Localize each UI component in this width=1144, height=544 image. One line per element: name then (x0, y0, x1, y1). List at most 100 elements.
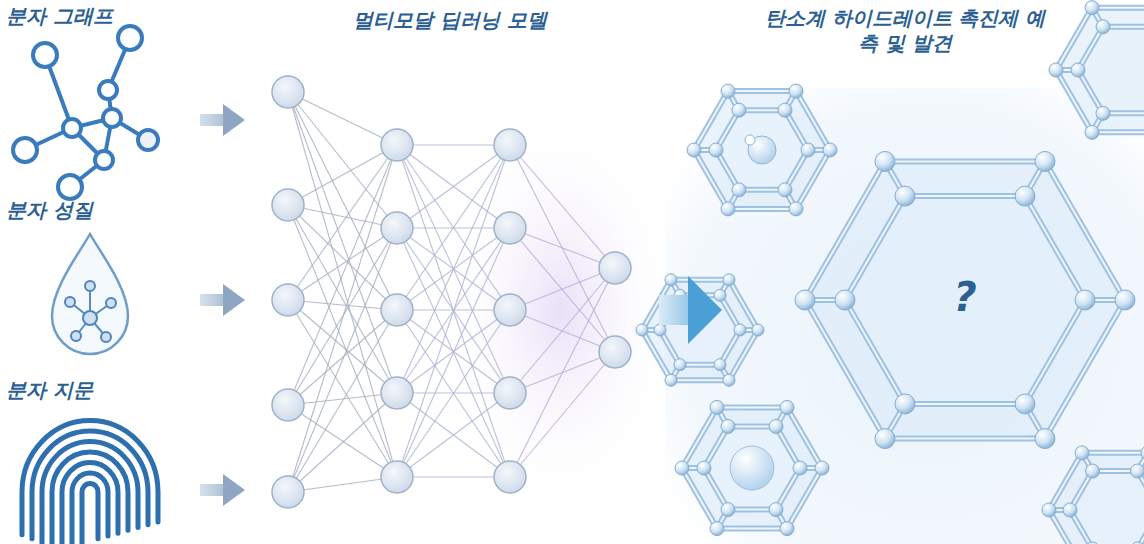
fingerprint-ridge (32, 431, 148, 539)
cage-bond (717, 404, 787, 410)
fingerprint-ridge (42, 442, 138, 543)
cage-atom (895, 186, 915, 206)
cage-atom (687, 143, 701, 157)
cage-bond-highlight (1056, 8, 1092, 70)
cage-atom (710, 522, 724, 536)
cage-bond (682, 468, 717, 529)
neuron (599, 336, 631, 368)
neuron (494, 294, 526, 326)
graph-atom (138, 130, 158, 150)
network-link (510, 352, 615, 477)
graph-atom (33, 43, 57, 67)
cage-bond-highlight (694, 150, 728, 209)
cage-bond (1056, 8, 1092, 70)
cage-bond-highlight (642, 330, 671, 380)
cage-atom (710, 400, 724, 414)
neuron (272, 389, 304, 421)
network-link (397, 145, 510, 228)
network-links (288, 92, 615, 492)
cage-atom (1049, 63, 1063, 77)
cage-atom (723, 274, 735, 286)
cage-bond (805, 161, 885, 300)
cage-bond-highlight (1078, 70, 1103, 113)
network-link (288, 310, 397, 492)
network-link (397, 145, 510, 310)
output-arrow (659, 295, 688, 325)
neuron (599, 252, 631, 284)
cage-atom (769, 419, 783, 433)
cage-bond (1049, 453, 1082, 510)
neuron (494, 377, 526, 409)
section-heading: 분자 지문 (6, 378, 93, 403)
cage-bond-highlight (1056, 70, 1092, 132)
cage-outer-face (1049, 453, 1144, 544)
cage-bond (671, 277, 729, 283)
hydrate-cages (636, 1, 1144, 544)
network-link (397, 310, 510, 477)
network-link (288, 145, 397, 300)
network-link (397, 393, 510, 477)
cage-bond-highlight (728, 208, 796, 210)
cage-outer-face (694, 91, 830, 209)
cage-atom (789, 84, 803, 98)
neuron (272, 284, 304, 316)
cage-atom (801, 143, 815, 157)
cage-outer-face (805, 161, 1125, 438)
cage-bond (1082, 450, 1144, 456)
graph-atom (95, 151, 113, 169)
cage-bond (1092, 5, 1144, 11)
cage-bond-highlight (787, 407, 822, 468)
neuron (381, 461, 413, 493)
graph-atom (118, 26, 142, 50)
neuron (381, 294, 413, 326)
input-arrow (200, 294, 223, 306)
neuron (494, 461, 526, 493)
neuron (272, 189, 304, 221)
cage-bond (694, 150, 728, 209)
cage-bond (885, 158, 1045, 164)
molecule-graph-icon (13, 26, 158, 199)
cage-atom (1015, 186, 1035, 206)
cage-bond (728, 88, 796, 94)
cage-bond-highlight (717, 406, 787, 408)
cage-atom (795, 290, 815, 310)
network-link (510, 228, 615, 352)
cage-atom (793, 461, 807, 475)
network-link (288, 205, 397, 477)
unknown-mark: ? (940, 274, 990, 320)
neuron (272, 76, 304, 108)
cage-bond-highlight (682, 407, 717, 468)
cage-atom (721, 419, 735, 433)
network-link (397, 393, 510, 477)
cage-bond (729, 280, 758, 330)
cage-atom (1131, 542, 1144, 544)
cage-atom (1015, 394, 1035, 414)
cage-atom (665, 374, 677, 386)
neuron (272, 476, 304, 508)
cage-bond (694, 91, 728, 150)
cage-bond-highlight (1082, 452, 1144, 454)
graph-atom (58, 175, 82, 199)
cage-atom (721, 84, 735, 98)
cage-bond-highlight (787, 468, 822, 529)
graph-atom (13, 138, 37, 162)
input-arrow (200, 484, 223, 496)
hydrate-cage (1049, 1, 1144, 140)
graph-atom (63, 119, 81, 137)
cage-bond (717, 526, 787, 532)
cage-bond-highlight (885, 160, 1045, 162)
cage-atom (1096, 106, 1110, 120)
hydrate-cage (687, 84, 837, 216)
cage-bond-highlight (805, 161, 885, 300)
cage-atom (1035, 429, 1055, 449)
droplet-atom (83, 311, 97, 325)
cage-inner-face (660, 295, 740, 364)
network-link (397, 228, 510, 477)
cage-atom (1096, 20, 1110, 34)
cage-atom (1042, 503, 1056, 517)
cage-bond-highlight (1092, 131, 1144, 133)
input-panel: 분자 지문 (0, 378, 200, 544)
cage-bond-highlight (694, 91, 728, 150)
cage-bond-highlight (717, 528, 787, 530)
section-heading: 분자 그래프 (6, 4, 113, 29)
